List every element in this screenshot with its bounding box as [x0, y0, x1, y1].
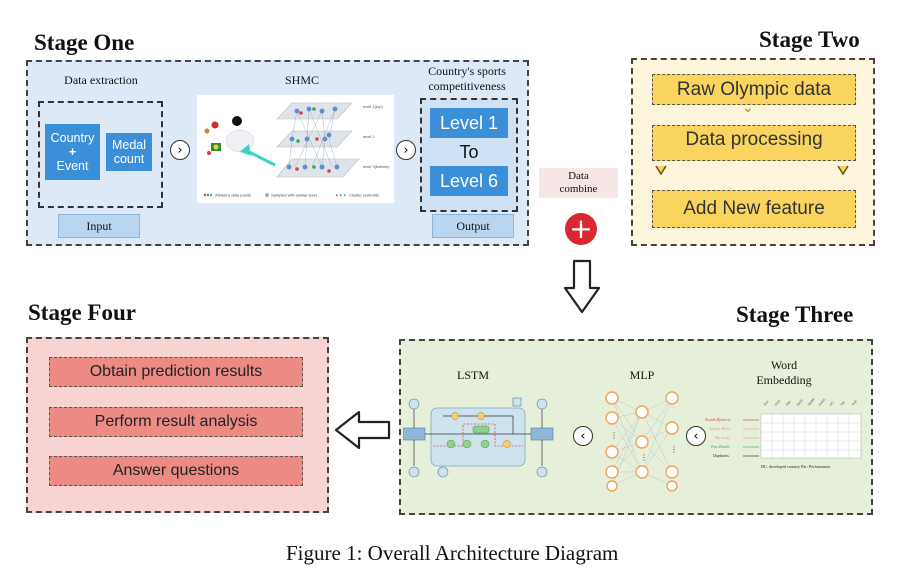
figure-caption: Figure 1: Overall Architecture Diagram — [286, 541, 619, 565]
chevron-down-icon — [837, 165, 849, 176]
shmc-level-bottom: level 3(bottom) — [363, 164, 390, 169]
data-processing-label: Data processing — [685, 129, 823, 150]
perform-analysis-item: Perform result analysis — [49, 407, 303, 437]
add-new-feature-item: Add New feature — [652, 190, 856, 228]
stage-four-title: Stage Four — [28, 300, 136, 325]
answer-questions-item: Answer questions — [49, 456, 303, 486]
competitiveness-line2: competitiveness — [428, 79, 506, 93]
svg-text:⋮: ⋮ — [640, 453, 648, 462]
level-top-box: Level 1 — [430, 108, 508, 138]
svg-text:Host: Host — [774, 399, 781, 407]
arrow-left-icon — [334, 410, 391, 450]
obtain-prediction-label: Obtain prediction results — [89, 363, 263, 380]
stage-one-title: Stage One — [34, 30, 135, 55]
output-label: Output — [456, 218, 490, 233]
input-group — [38, 101, 163, 208]
plus-icon: + — [565, 213, 597, 245]
lstm-diagram — [403, 397, 554, 478]
event-label: Event — [56, 159, 89, 173]
level-bottom-box: Level 6 — [430, 166, 508, 196]
data-combine-box: Data combine — [539, 168, 618, 198]
word-embedding-table: Sex Host Age Sport Medal Event DC Per Ye… — [704, 397, 862, 469]
shmc-level-top: level 1(top) — [363, 104, 383, 109]
word-embedding-line2: Embedding — [756, 373, 812, 387]
add-new-feature-label: Add New feature — [683, 198, 825, 219]
data-extraction-label: Data extraction — [64, 73, 138, 87]
embedding-footer: DC: developed country Per: Performance — [761, 464, 830, 469]
mlp-diagram: ⋮ ⋮ ⋮ — [605, 391, 679, 492]
obtain-prediction-item: Obtain prediction results — [49, 357, 303, 387]
shmc-legend-centroids: Cluster centroids — [349, 193, 379, 198]
country-label: Country — [50, 131, 95, 145]
svg-text:★: ★ — [335, 193, 339, 198]
medal-label: Medal — [111, 138, 147, 152]
count-label: count — [113, 152, 145, 166]
svg-text:Age: Age — [785, 400, 792, 407]
data-combine-line2: combine — [559, 183, 598, 195]
svg-text:Year: Year — [851, 398, 859, 406]
svg-text:⋮: ⋮ — [670, 445, 678, 454]
shmc-legend-samples: Samples with similar level — [271, 193, 317, 198]
output-label-box: Output — [432, 214, 514, 238]
mlp-label: MLP — [629, 368, 655, 382]
shmc-legend-athlete: Athlete's data points — [215, 193, 251, 198]
stage-two-title: Stage Two — [759, 27, 860, 52]
input-label: Input — [86, 218, 112, 233]
svg-text:Sport: Sport — [796, 398, 804, 406]
arrow-right-icon: › — [396, 140, 416, 160]
raw-olympic-data-label: Raw Olympic data — [676, 78, 832, 100]
word-embedding-label: Word Embedding — [744, 358, 824, 388]
shmc-graphic: level 1(top) level 2 level 3(bottom) Ath… — [203, 102, 390, 198]
plus-label: + — [68, 145, 77, 159]
svg-text:Per: Per — [840, 400, 847, 407]
medal-count-box: Medal count — [106, 133, 152, 171]
data-processing-item: Data processing — [652, 125, 856, 161]
svg-text:★: ★ — [339, 193, 343, 198]
svg-text:★: ★ — [343, 193, 347, 198]
arrow-down-icon — [563, 259, 601, 314]
competitiveness-line1: Country's sports — [428, 64, 506, 78]
word-embedding-line1: Word — [770, 358, 798, 372]
stage-three-title: Stage Three — [736, 302, 854, 327]
data-combine-line1: Data — [568, 170, 589, 182]
svg-text:Medal: Medal — [807, 397, 816, 406]
raw-olympic-data-item: Raw Olympic data — [652, 74, 856, 105]
arrow-right-icon: › — [170, 140, 190, 160]
embedding-name-4: Duplantis — [712, 453, 729, 458]
shmc-illustration: level 1(top) level 2 level 3(bottom) Ath… — [197, 95, 394, 203]
svg-text:Event: Event — [818, 398, 826, 407]
level-bottom-label: Level 6 — [439, 171, 499, 191]
arrow-left-icon: ‹ — [686, 426, 706, 446]
country-event-box: Country + Event — [45, 124, 100, 180]
answer-questions-label: Answer questions — [112, 462, 240, 479]
embedding-name-1: Simone Biles — [709, 426, 730, 431]
svg-text:Sex: Sex — [763, 400, 770, 407]
chevron-down-icon: ⌄ — [742, 101, 754, 116]
competitiveness-label: Country's sports competitiveness — [418, 64, 516, 94]
perform-analysis-label: Perform result analysis — [94, 413, 258, 430]
arrow-left-icon: ‹ — [573, 426, 593, 446]
input-label-box: Input — [58, 214, 140, 238]
embedding-name-0: Novak Djokovic — [704, 417, 731, 422]
svg-text:DC: DC — [829, 400, 835, 407]
embedding-name-2: Ma Long — [714, 435, 730, 440]
shmc-label: SHMC — [284, 73, 319, 87]
embedding-name-3: Pan Zhanle — [710, 444, 730, 449]
lstm-label: LSTM — [456, 368, 489, 382]
shmc-level-mid: level 2 — [363, 134, 375, 139]
chevron-down-icon — [655, 165, 667, 176]
level-top-label: Level 1 — [439, 113, 499, 133]
svg-text:⋮: ⋮ — [610, 431, 618, 440]
to-label: To — [459, 142, 479, 162]
